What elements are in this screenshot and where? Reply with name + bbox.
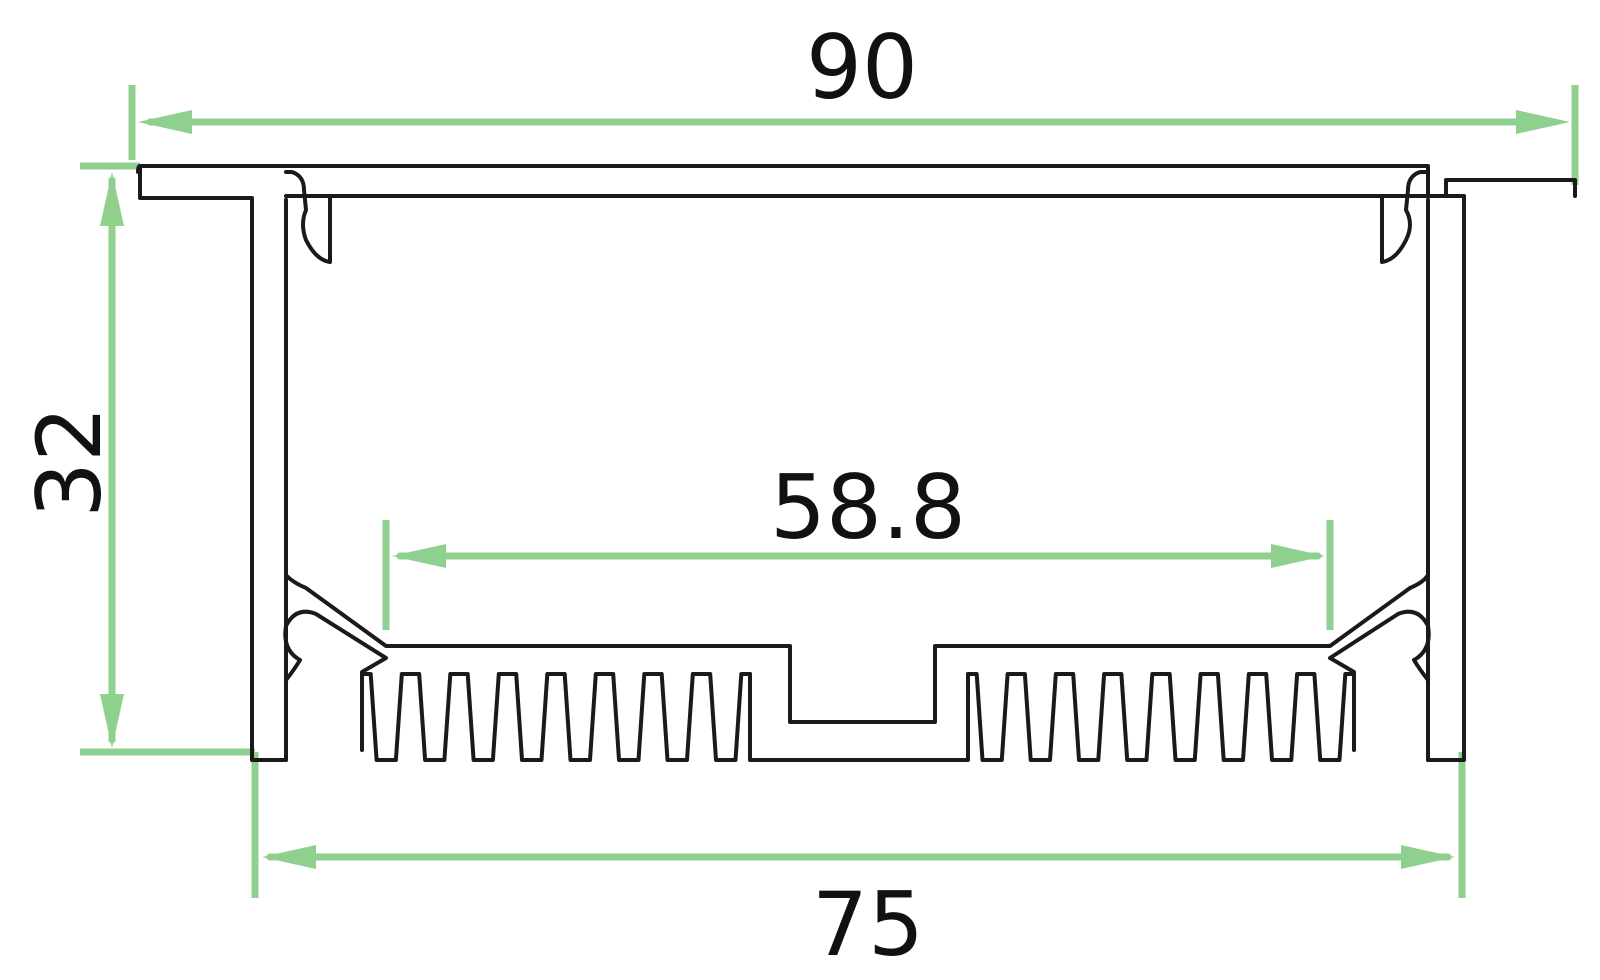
heatsink-fins-left xyxy=(360,672,752,762)
arrow-right-icon xyxy=(1271,544,1325,568)
heatsink-fins xyxy=(360,672,1356,762)
dimension-label-58-8: 58.8 xyxy=(770,456,966,559)
top-flange xyxy=(138,164,1577,198)
arrow-up-icon xyxy=(100,172,124,226)
arrow-left-icon xyxy=(392,544,446,568)
arrow-right-icon xyxy=(1516,110,1570,134)
right-top-clip xyxy=(1380,170,1430,264)
left-inner-wall xyxy=(284,198,1430,724)
dimension-label-32: 32 xyxy=(18,406,121,518)
arrow-down-icon xyxy=(100,694,124,748)
left-lower-hook xyxy=(283,609,388,762)
right-outer-wall xyxy=(1426,194,1466,762)
heatsink-fins-right xyxy=(966,672,1356,762)
dimension-label-75: 75 xyxy=(812,873,924,976)
bottom-center-channel xyxy=(748,672,970,762)
dimension-label-90: 90 xyxy=(806,16,918,119)
dimension-inner-width: 58.8 xyxy=(382,456,1334,630)
top-flange-outline xyxy=(136,164,288,762)
right-lower-hook xyxy=(1328,609,1431,762)
arrow-right-icon xyxy=(1401,845,1455,869)
dimension-overall-width: 90 xyxy=(128,16,1579,185)
dimension-base-width: 75 xyxy=(251,752,1466,976)
dimension-height: 32 xyxy=(18,162,255,756)
arrow-left-icon xyxy=(262,845,316,869)
arrow-left-icon xyxy=(138,110,192,134)
left-top-clip xyxy=(284,170,332,264)
aluminium-profile-outline xyxy=(136,164,1577,762)
